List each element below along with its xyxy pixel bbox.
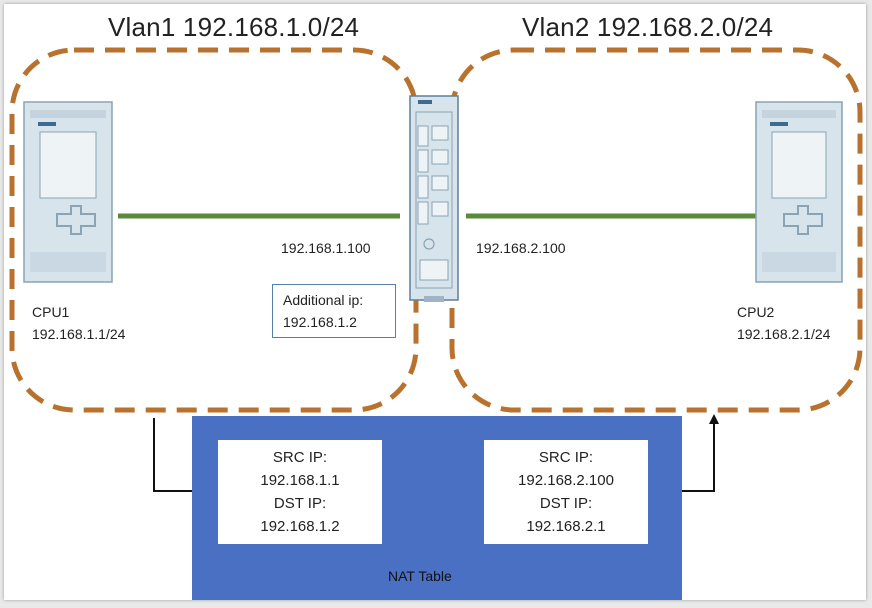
nat-out-dst-label: DST IP: — [539, 495, 593, 512]
nat-in-src-label: SRC IP: — [272, 449, 328, 466]
nat-entry-inbound: SRC IP: 192.168.1.1 DST IP: 192.168.1.2 — [218, 440, 382, 544]
cpu2-ip: 192.168.2.1/24 — [737, 326, 831, 342]
additional-ip-box: Additional ip: 192.168.1.2 — [272, 284, 396, 338]
switch-device-icon — [409, 95, 459, 302]
vlan1-title: Vlan1 192.168.1.0/24 — [108, 12, 360, 42]
vlan1-region — [9, 47, 419, 413]
nat-table-caption: NAT Table — [388, 568, 452, 584]
vlan2-gateway-ip: 192.168.2.100 — [476, 240, 566, 256]
vlan1-gateway-ip: 192.168.1.100 — [281, 240, 371, 256]
nat-out-src-ip: 192.168.2.100 — [518, 472, 614, 489]
cpu2-name: CPU2 — [737, 304, 775, 320]
nat-in-src-ip: 192.168.1.1 — [260, 472, 340, 489]
nat-out-src-label: SRC IP: — [538, 449, 594, 466]
vlan2-title: Vlan2 192.168.2.0/24 — [522, 12, 774, 42]
cpu1-device-icon — [23, 101, 113, 283]
nat-in-dst-label: DST IP: — [273, 495, 327, 512]
arrowhead-into-vlan2 — [709, 414, 719, 424]
nat-entry-outbound: SRC IP: 192.168.2.100 DST IP: 192.168.2.… — [484, 440, 648, 544]
cpu1-ip: 192.168.1.1/24 — [32, 326, 126, 342]
additional-ip-value: 192.168.1.2 — [283, 314, 357, 330]
additional-ip-label: Additional ip: — [283, 292, 364, 308]
nat-in-dst-ip: 192.168.1.2 — [260, 518, 340, 535]
cpu2-device-icon — [755, 101, 843, 283]
cpu1-name: CPU1 — [32, 304, 70, 320]
nat-out-dst-ip: 192.168.2.1 — [526, 518, 606, 535]
